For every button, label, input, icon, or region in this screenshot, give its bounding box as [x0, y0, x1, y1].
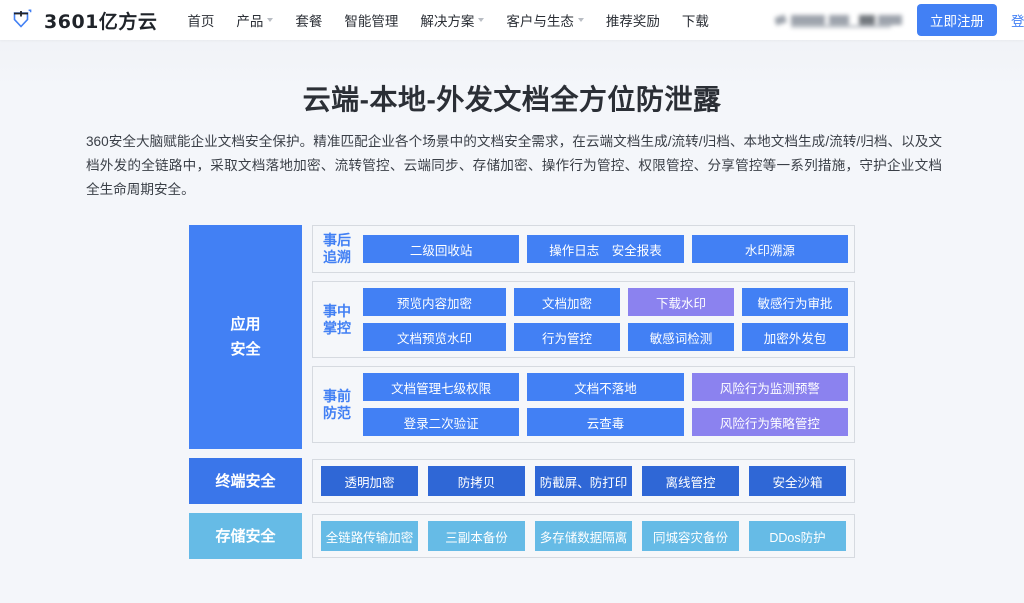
login-link[interactable]: 登录	[1011, 14, 1024, 29]
nav-label: 套餐	[295, 14, 323, 29]
feature-cell[interactable]: 行为管控	[514, 323, 621, 351]
feature-cell[interactable]: 全链路传输加密	[321, 521, 418, 551]
terminal-security-items: 透明加密 防拷贝 防截屏、防打印 离线管控 安全沙箱	[312, 459, 855, 503]
security-architecture-diagram: 应用 安全 事后 追溯 二级回收站 操作日志 安全报表 水印溯源	[189, 225, 855, 559]
feature-cell[interactable]: 三副本备份	[428, 521, 525, 551]
logo-text: 3601亿方云	[44, 10, 158, 33]
chevron-down-icon	[478, 18, 485, 22]
terminal-security-label: 终端安全	[189, 458, 302, 504]
group-row: 文档管理七级权限 文档不落地 风险行为监测预警	[363, 373, 848, 401]
feature-cell[interactable]: 风险行为策略管控	[691, 408, 848, 436]
feature-cell[interactable]: 文档管理七级权限	[363, 373, 520, 401]
group-label: 事中 掌控	[319, 303, 363, 337]
header-actions: 立即注册 登录	[775, 0, 1024, 40]
group-label-line2: 掌控	[323, 319, 351, 336]
application-security-label-line1: 应用	[230, 316, 261, 333]
feature-cell[interactable]: 透明加密	[321, 466, 418, 496]
storage-security-label: 存储安全	[189, 513, 302, 559]
page-title: 云端-本地-外发文档全方位防泄露	[302, 84, 722, 115]
group-row: 二级回收站 操作日志 安全报表 水印溯源	[363, 235, 848, 263]
nav-item-home[interactable]: 首页	[187, 10, 214, 30]
nav-item-smart-management[interactable]: 智能管理	[344, 10, 398, 30]
group-label: 事前 防范	[319, 388, 363, 422]
group-label-line1: 事前	[323, 387, 351, 404]
storage-security-items: 全链路传输加密 三副本备份 多存储数据隔离 同城容灾备份 DDos防护	[312, 514, 855, 558]
storage-security-block: 存储安全 全链路传输加密 三副本备份 多存储数据隔离 同城容灾备份 DDos防护	[189, 513, 855, 559]
feature-cell[interactable]: 防截屏、防打印	[535, 466, 632, 496]
group-post-incident-tracing: 事后 追溯 二级回收站 操作日志 安全报表 水印溯源	[312, 225, 855, 273]
feature-cell[interactable]: 敏感词检测	[628, 323, 735, 351]
feature-cell[interactable]: DDos防护	[749, 521, 846, 551]
group-rows: 预览内容加密 文档加密 下载水印 敏感行为审批 文档预览水印 行为管控 敏感词检…	[363, 288, 849, 351]
feature-cell[interactable]: 二级回收站	[363, 235, 520, 263]
application-security-label: 应用 安全	[189, 225, 302, 449]
group-label-line1: 事后	[323, 232, 351, 248]
nav-item-download[interactable]: 下载	[682, 10, 709, 30]
nav-item-customers-ecosystem[interactable]: 客户与生态	[506, 10, 584, 30]
logo[interactable]: 3601亿方云	[10, 7, 157, 34]
group-label-line1: 事中	[323, 302, 351, 319]
nav-label: 解决方案	[420, 14, 475, 29]
feature-cell[interactable]: 多存储数据隔离	[535, 521, 632, 551]
group-in-process-control: 事中 掌控 预览内容加密 文档加密 下载水印 敏感行为审批 文档预览水印 行为管…	[312, 281, 855, 358]
feature-cell[interactable]: 下载水印	[628, 288, 735, 316]
feature-cell[interactable]: 风险行为监测预警	[691, 373, 848, 401]
chevron-down-icon	[577, 18, 584, 22]
feature-cell[interactable]: 防拷贝	[428, 466, 525, 496]
shield-logo-icon	[10, 7, 36, 33]
register-button[interactable]: 立即注册	[917, 4, 997, 36]
group-label-line2: 追溯	[323, 249, 351, 265]
nav-item-referral-rewards[interactable]: 推荐奖励	[606, 10, 660, 30]
group-pre-incident-prevention: 事前 防范 文档管理七级权限 文档不落地 风险行为监测预警 登录二次验证 云查毒…	[312, 366, 855, 443]
feature-cell[interactable]: 文档不落地	[527, 373, 684, 401]
nav-label: 推荐奖励	[605, 14, 660, 29]
group-label: 事后 追溯	[319, 232, 363, 266]
group-row: 预览内容加密 文档加密 下载水印 敏感行为审批	[363, 288, 849, 316]
feature-cell[interactable]: 敏感行为审批	[742, 288, 849, 316]
site-header: 3601亿方云 首页 产品 套餐 智能管理 解决方案 客户与生态	[0, 0, 1024, 40]
feature-cell[interactable]: 水印溯源	[691, 235, 848, 263]
terminal-security-block: 终端安全 透明加密 防拷贝 防截屏、防打印 离线管控 安全沙箱	[189, 458, 855, 504]
group-rows: 二级回收站 操作日志 安全报表 水印溯源	[363, 235, 848, 263]
nav-label: 下载	[681, 14, 709, 29]
feature-cell[interactable]: 文档加密	[514, 288, 621, 316]
feature-cell[interactable]: 同城容灾备份	[642, 521, 739, 551]
group-row: 文档预览水印 行为管控 敏感词检测 加密外发包	[363, 323, 849, 351]
feature-cell[interactable]: 登录二次验证	[363, 408, 520, 436]
application-security-groups: 事后 追溯 二级回收站 操作日志 安全报表 水印溯源 事中	[312, 225, 855, 443]
nav-item-packages[interactable]: 套餐	[295, 10, 322, 30]
nav-item-solutions[interactable]: 解决方案	[420, 10, 485, 30]
feature-cell[interactable]: 预览内容加密	[363, 288, 507, 316]
nav-label: 产品	[236, 14, 264, 29]
nav-item-products[interactable]: 产品	[236, 10, 274, 30]
feature-cell[interactable]: 文档预览水印	[363, 323, 507, 351]
chevron-down-icon	[267, 18, 274, 22]
page-description: 360安全大脑赋能企业文档安全保护。精准匹配企业各个场景中的文档安全需求，在云端…	[86, 134, 942, 197]
nav-label: 客户与生态	[506, 14, 574, 29]
nav-label: 首页	[187, 14, 215, 29]
feature-cell[interactable]: 加密外发包	[742, 323, 849, 351]
feature-cell[interactable]: 操作日志 安全报表	[527, 235, 684, 263]
application-security-label-line2: 安全	[230, 341, 261, 358]
feature-cell[interactable]: 安全沙箱	[749, 466, 846, 496]
group-row: 登录二次验证 云查毒 风险行为策略管控	[363, 408, 848, 436]
group-label-line2: 防范	[323, 404, 351, 421]
main-nav: 首页 产品 套餐 智能管理 解决方案 客户与生态 推荐奖励	[187, 10, 731, 30]
group-rows: 文档管理七级权限 文档不落地 风险行为监测预警 登录二次验证 云查毒 风险行为策…	[363, 373, 848, 436]
feature-cell[interactable]: 离线管控	[642, 466, 739, 496]
redacted-contact-info	[775, 12, 907, 29]
feature-cell[interactable]: 云查毒	[527, 408, 684, 436]
nav-label: 智能管理	[344, 14, 399, 29]
application-security-block: 应用 安全 事后 追溯 二级回收站 操作日志 安全报表 水印溯源	[189, 225, 855, 449]
